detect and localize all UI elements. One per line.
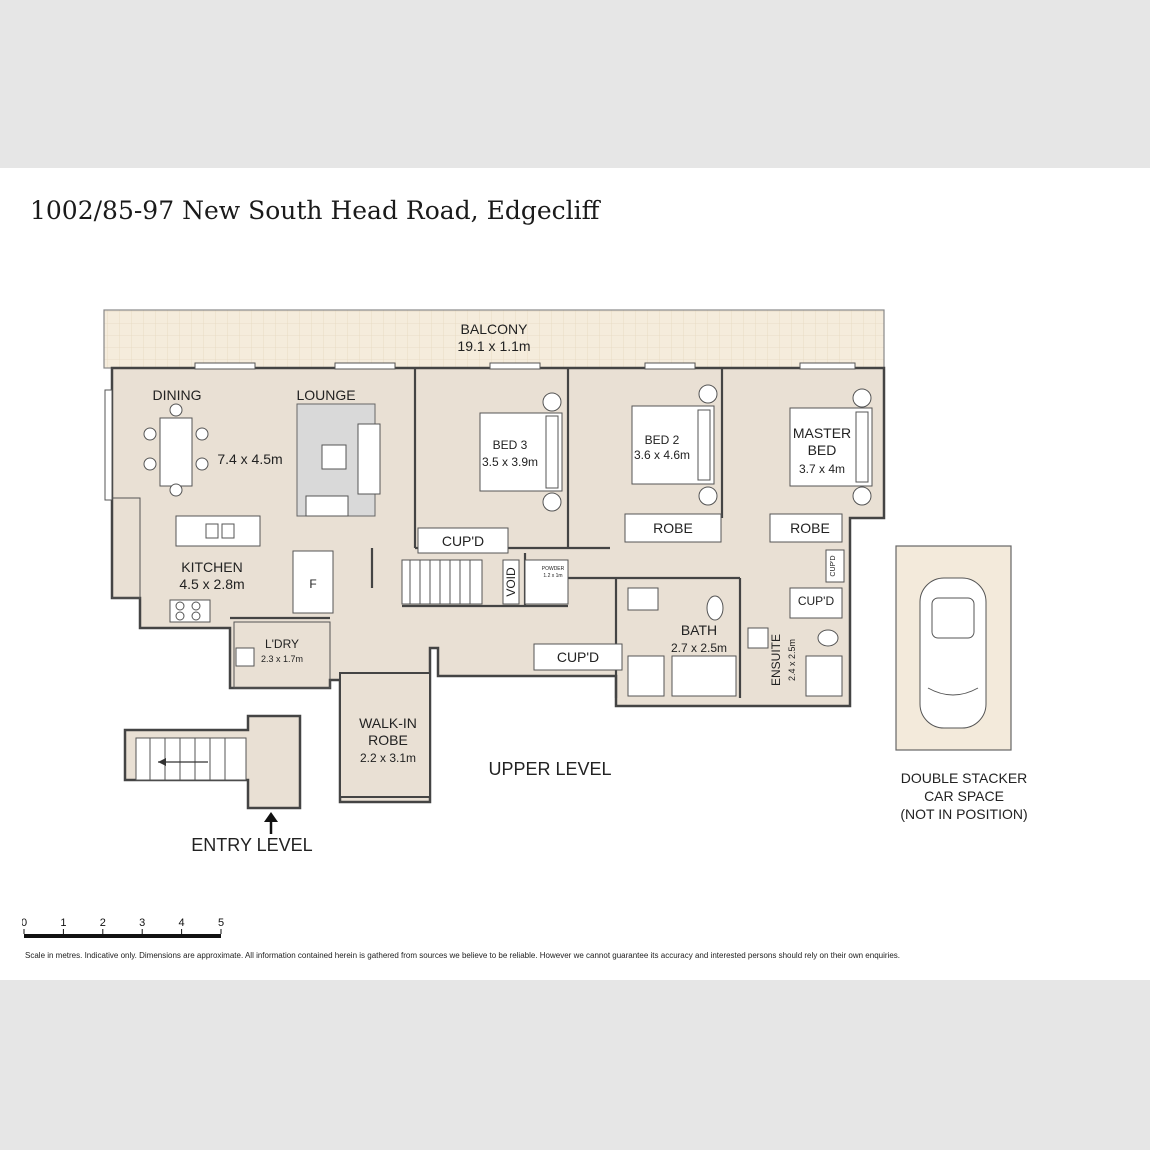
void-box [502,559,520,605]
bath-dim: 2.7 x 2.5m [671,641,727,655]
laundry-dim: 2.3 x 1.7m [261,654,303,664]
powder-dim: 1.2 x 1m [543,573,562,579]
scale-tick-label: 4 [179,917,185,929]
scale-tick-label: 5 [218,917,224,929]
dining-table [143,403,209,497]
master-bed [789,388,873,506]
powder-room [524,559,569,605]
walkin-label-1: WALK-IN [359,715,417,731]
bed2-dim: 3.6 x 4.6m [634,448,690,462]
car-label-2: CAR SPACE [924,788,1004,804]
upper-stairs [401,559,483,605]
master-dim: 3.7 x 4m [799,462,845,476]
bed3-label: BED 3 [493,438,528,452]
void-label: VOID [504,567,518,597]
floorplan-sheet: 1002/85-97 New South Head Road, Edgeclif… [0,168,1150,980]
windows [104,362,856,501]
walkin-dim: 2.2 x 3.1m [360,751,416,765]
cupd-4-label: CUP'D [830,555,837,576]
cupd-3-box [789,587,843,619]
car-label-3: (NOT IN POSITION) [900,806,1027,822]
lounge-dim: 7.4 x 4.5m [217,451,282,467]
bed2-label: BED 2 [645,433,680,447]
lounge-furniture [296,403,381,517]
page-title: 1002/85-97 New South Head Road, Edgeclif… [30,196,600,225]
floorplan-drawing: BALCONY 19.1 x 1.1m DINING LOUNGE 7.4 x … [103,309,1028,855]
bath-fixtures [627,587,843,697]
car-label-1: DOUBLE STACKER [901,770,1028,786]
lounge-label: LOUNGE [296,387,355,403]
balcony-dim: 19.1 x 1.1m [457,338,530,354]
robe-2-box [769,513,843,543]
ensuite-dim: 2.4 x 2.5m [787,639,797,681]
laundry-label: L'DRY [265,637,299,651]
master-label-2: BED [808,442,837,458]
bed-3 [479,392,563,512]
ensuite-label: ENSUITE [769,634,783,686]
entry-level-label: ENTRY LEVEL [191,835,312,855]
scale-tick-label: 0 [22,917,27,929]
fridge [292,550,334,614]
cupd-2-box [533,643,623,671]
kitchen-label: KITCHEN [181,559,242,575]
scale-tick-label: 1 [60,917,66,929]
bath-label: BATH [681,622,717,638]
bed3-dim: 3.5 x 3.9m [482,455,538,469]
laundry-room [233,621,331,689]
powder-label: POWDER [542,566,565,572]
balcony-label: BALCONY [461,321,529,337]
disclaimer-text: Scale in metres. Indicative only. Dimens… [25,951,900,960]
cupd-1-box [417,527,509,554]
fridge-label: F [309,577,316,591]
kitchen-bench [112,497,211,623]
cupd-4-box [825,549,845,583]
dining-label: DINING [153,387,202,403]
kitchen-island [175,515,261,547]
bed-2 [631,384,718,506]
balcony-area [103,309,885,369]
room-labels: BALCONY 19.1 x 1.1m DINING LOUNGE 7.4 x … [153,321,1028,855]
scale-tick-label: 2 [100,917,106,929]
walk-in-robe-room [339,672,431,798]
scale-tick-label: 3 [139,917,145,929]
cupd-1-label: CUP'D [442,533,484,549]
master-label-1: MASTER [793,425,851,441]
entry-level-plan [123,714,302,834]
kitchen-dim: 4.5 x 2.8m [179,576,244,592]
robe-1-box [624,513,722,543]
cupd-2-label: CUP'D [557,649,599,665]
cupd-3-label: CUP'D [798,594,835,608]
upper-level-label: UPPER LEVEL [488,759,611,779]
robe-1-label: ROBE [653,520,693,536]
walkin-label-2: ROBE [368,732,408,748]
robe-2-label: ROBE [790,520,830,536]
scale-bar: 0 1 2 3 4 5 [22,917,224,938]
car-space [895,545,1012,751]
